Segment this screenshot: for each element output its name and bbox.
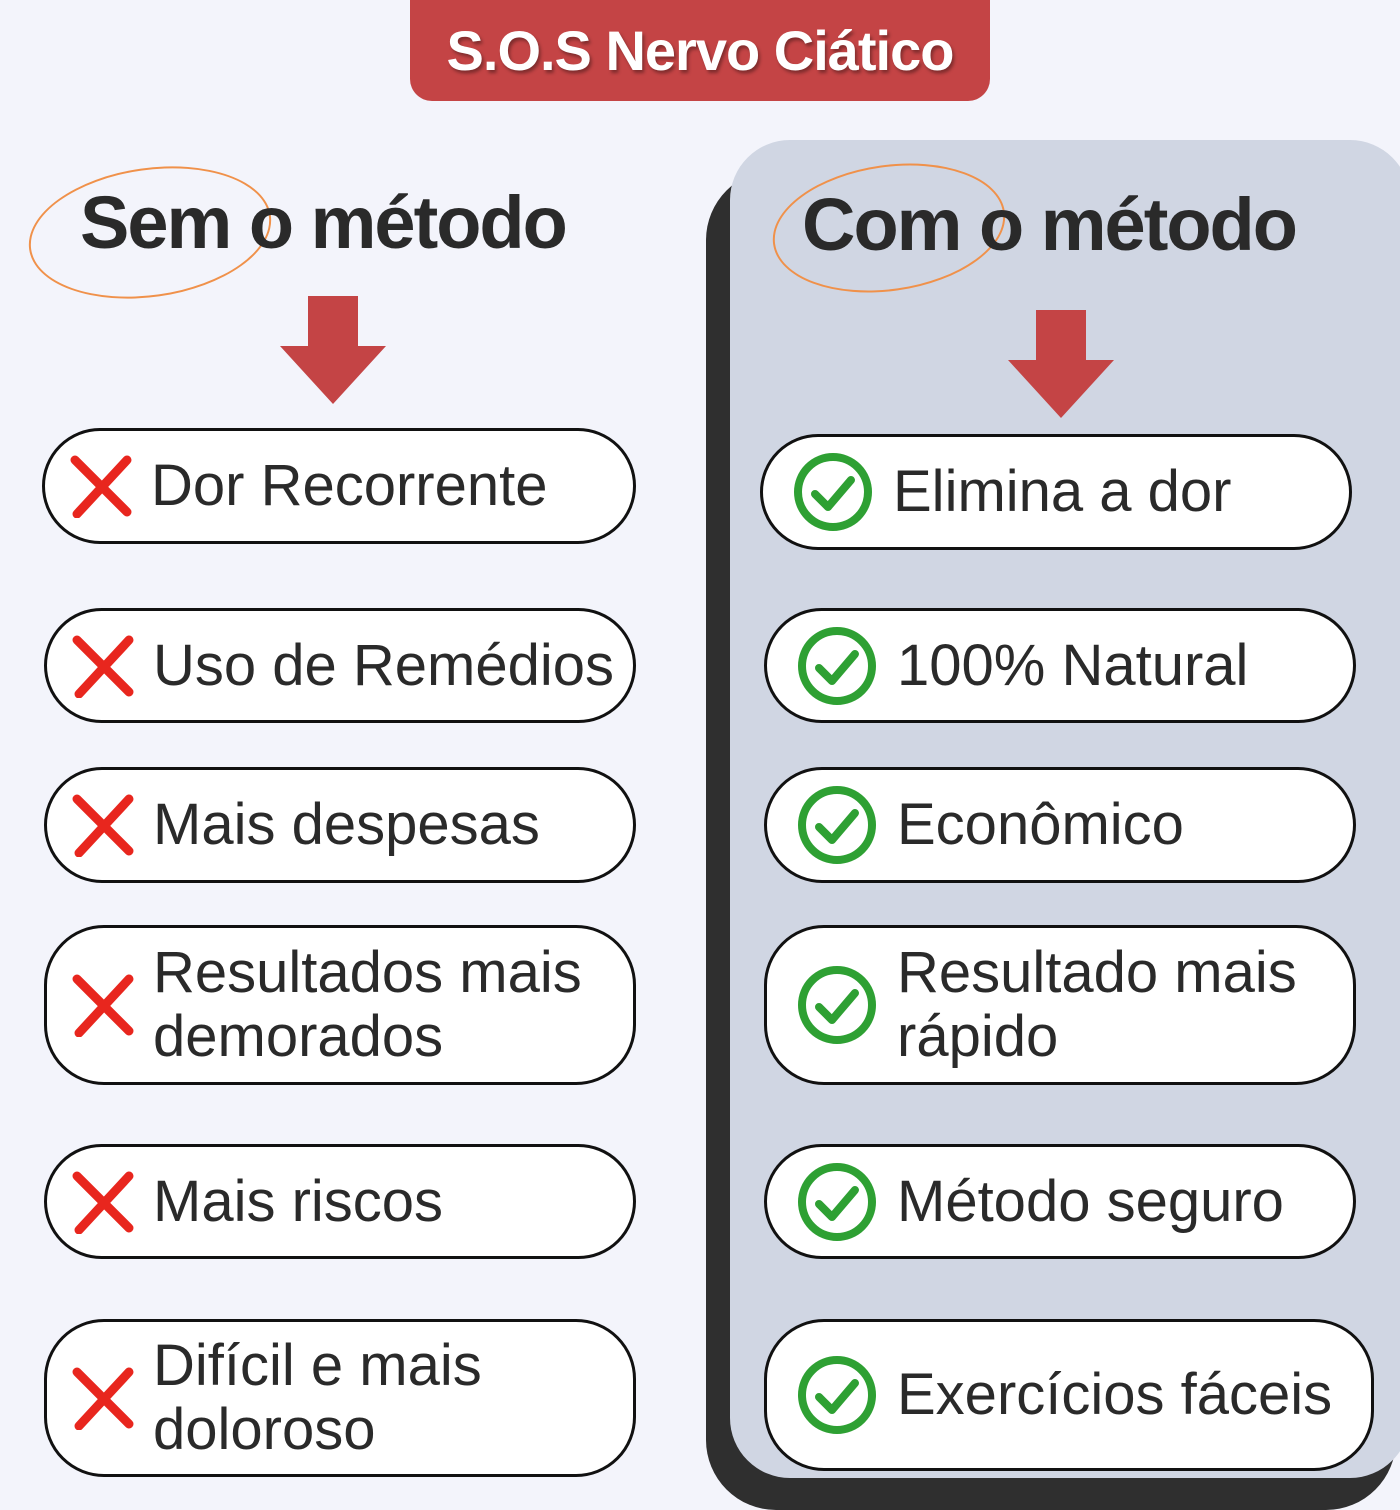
left-heading: Sem o método	[80, 181, 568, 264]
down-arrow-icon	[280, 296, 386, 404]
list-item: Difícil e mais doloroso	[44, 1319, 636, 1477]
list-item: Exercícios fáceis	[764, 1319, 1374, 1471]
check-circle-icon	[797, 785, 877, 865]
list-item-label: Método seguro	[897, 1168, 1284, 1234]
cross-icon	[71, 793, 135, 858]
check-circle-icon	[793, 452, 873, 532]
cross-icon	[71, 1170, 135, 1234]
cross-icon	[69, 454, 133, 519]
list-item-label: Uso de Remédios	[153, 632, 614, 698]
check-circle-icon	[797, 965, 877, 1045]
list-item-label: 100% Natural	[897, 632, 1249, 698]
list-item-label: Mais riscos	[153, 1168, 444, 1234]
list-item: Mais riscos	[44, 1144, 636, 1259]
down-arrow-icon	[1008, 310, 1114, 418]
list-item: Método seguro	[764, 1144, 1356, 1259]
list-item-label: Difícil e mais doloroso	[153, 1333, 482, 1462]
check-circle-icon	[797, 1355, 877, 1435]
list-item-label: Mais despesas	[153, 792, 540, 857]
cross-icon	[71, 1366, 135, 1431]
list-item-label: Exercícios fáceis	[897, 1362, 1333, 1427]
list-item: Elimina a dor	[760, 434, 1352, 550]
list-item: Resultado mais rápido	[764, 925, 1356, 1085]
list-item: Resultados mais demorados	[44, 925, 636, 1085]
list-item: Econômico	[764, 767, 1356, 883]
list-item: Dor Recorrente	[42, 428, 636, 544]
right-heading: Com o método	[802, 183, 1298, 266]
title-banner: S.O.S Nervo Ciático	[410, 0, 990, 101]
list-item: 100% Natural	[764, 608, 1356, 723]
list-item-label: Resultados mais demorados	[153, 940, 582, 1069]
list-item: Mais despesas	[44, 767, 636, 883]
list-item-label: Econômico	[897, 792, 1184, 857]
list-item-label: Dor Recorrente	[151, 453, 548, 518]
check-circle-icon	[797, 1162, 877, 1242]
list-item-label: Elimina a dor	[893, 459, 1232, 524]
cross-icon	[71, 973, 135, 1038]
check-circle-icon	[797, 626, 877, 706]
list-item: Uso de Remédios	[44, 608, 636, 723]
cross-icon	[71, 634, 135, 698]
list-item-label: Resultado mais rápido	[897, 940, 1297, 1069]
